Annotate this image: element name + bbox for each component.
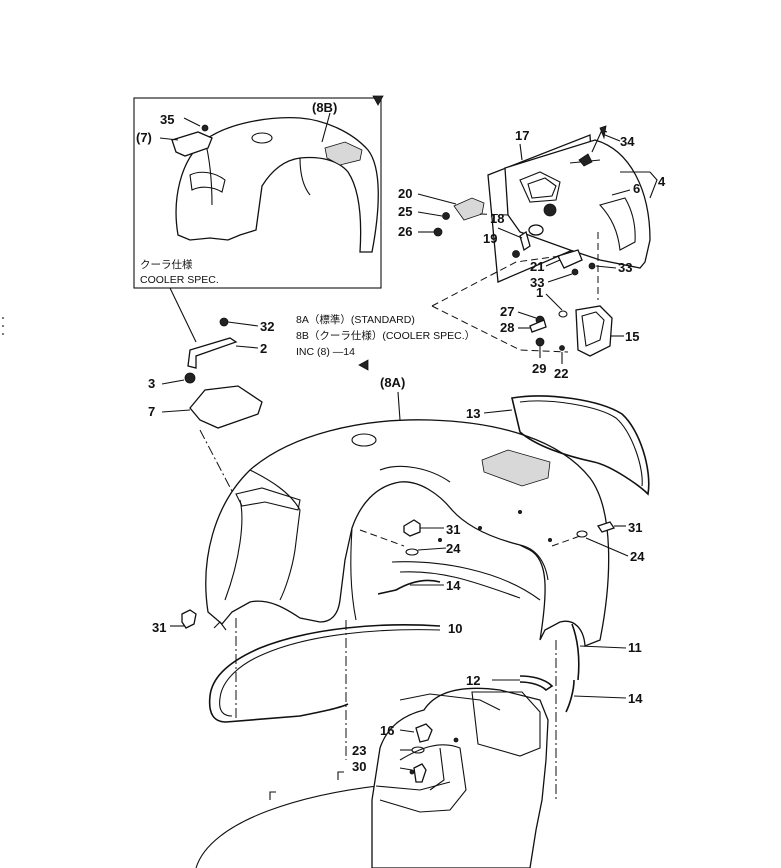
cover-7 [189, 385, 263, 429]
label-8a: (8A) [380, 375, 405, 390]
label-21: 21 [530, 259, 544, 274]
label-28: 28 [500, 320, 514, 335]
bolt-31-24-right: 31 24 [576, 520, 645, 564]
cover-parts-left: 32 2 3 7 [148, 317, 274, 429]
inset-caption-en: COOLER SPEC. [140, 274, 219, 286]
label-23: 23 [352, 743, 366, 758]
seal-10 [208, 624, 441, 723]
label-31-mid: 31 [446, 522, 460, 537]
note-8a: 8A（標準）(STANDARD) [296, 313, 415, 326]
bolt-31-24-middle: 31 24 [403, 519, 461, 556]
seal-12 [519, 675, 554, 692]
label-2: 2 [260, 341, 267, 356]
main-fender-8a [205, 419, 610, 647]
label-29: 29 [532, 361, 546, 376]
label-25: 25 [398, 204, 412, 219]
label-19: 19 [483, 231, 497, 246]
label-14-lower: 14 [628, 691, 643, 706]
label-3: 3 [148, 376, 155, 391]
label-30: 30 [352, 759, 366, 774]
spec-notes: 8A（標準）(STANDARD) 8B（クーラ仕様）(COOLER SPEC.）… [296, 313, 475, 421]
label-16: 16 [380, 723, 394, 738]
label-8b-inset: (8B) [312, 100, 337, 115]
bottom-frame: 16 23 30 [195, 687, 549, 868]
margin-ticks [2, 317, 4, 335]
label-26: 26 [398, 224, 412, 239]
label-35-inset: 35 [160, 112, 174, 127]
label-10: 10 [448, 621, 462, 636]
note-8b: 8B（クーラ仕様）(COOLER SPEC.） [296, 329, 475, 342]
arrow-note [358, 359, 369, 371]
label-24-right: 24 [630, 549, 645, 564]
cooler-spec-inset: 35 (7) (8B) クーラ仕様 COOLER SPEC. [133, 97, 382, 289]
label-12: 12 [466, 673, 480, 688]
label-32: 32 [260, 319, 274, 334]
inset-caption-jp: クーラ仕様 [140, 258, 193, 271]
seal-14-upper [377, 579, 441, 595]
seal-11 [571, 623, 580, 681]
label-11: 11 [628, 640, 642, 655]
console-callouts: 17 34 4 6 20 25 18 26 19 21 33 33 1 27 2… [398, 128, 666, 381]
label-31-right: 31 [628, 520, 642, 535]
label-17: 17 [515, 128, 529, 143]
label-7-inset: (7) [136, 130, 152, 145]
label-6: 6 [633, 181, 640, 196]
label-14-upper: 14 [446, 578, 461, 593]
label-22: 22 [554, 366, 568, 381]
label-31-left: 31 [152, 620, 166, 635]
seal-14-lower [565, 679, 575, 713]
label-27: 27 [500, 304, 514, 319]
label-33-right: 33 [618, 260, 632, 275]
label-33-left: 33 [530, 275, 544, 290]
bolt-31-left: 31 [152, 609, 197, 635]
label-24-mid: 24 [446, 541, 461, 556]
inset-cover-7 [171, 131, 213, 157]
seal-13 [511, 395, 650, 496]
console-assembly [433, 125, 651, 358]
label-1: 1 [536, 285, 543, 300]
label-15: 15 [625, 329, 639, 344]
arrow-top [372, 95, 384, 106]
label-20: 20 [398, 186, 412, 201]
label-4: 4 [658, 174, 666, 189]
label-18: 18 [490, 211, 504, 226]
label-7: 7 [148, 404, 155, 419]
note-inc: INC (8) —14 [296, 346, 355, 358]
label-34: 34 [620, 134, 635, 149]
label-13: 13 [466, 406, 480, 421]
